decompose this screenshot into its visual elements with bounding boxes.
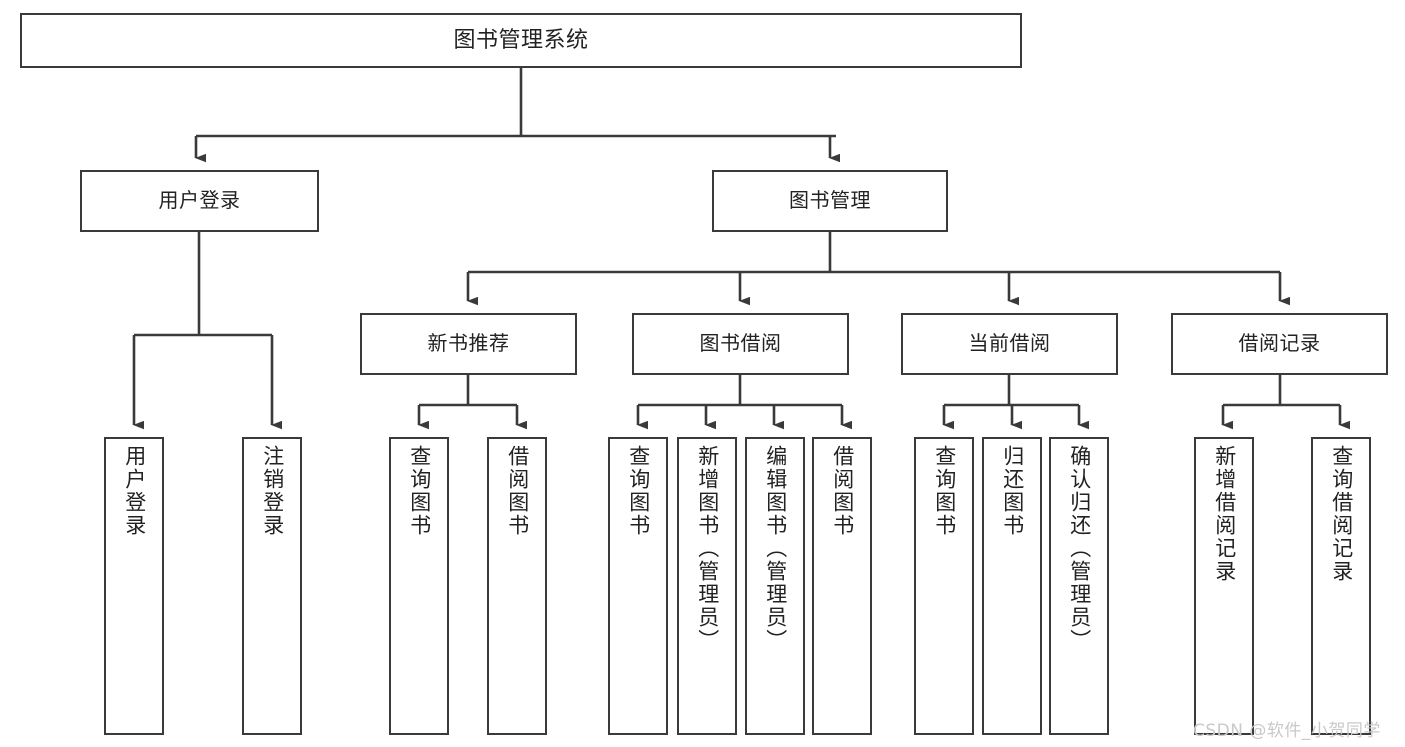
node-label: 确认归还（管理员） xyxy=(1067,445,1092,652)
leaf-logout-login[interactable]: 注销登录 xyxy=(242,437,302,735)
node-new-book-recommend[interactable]: 新书推荐 xyxy=(360,313,577,375)
node-label: 借阅记录 xyxy=(1238,331,1321,356)
leaf-add-book-admin[interactable]: 新增图书（管理员） xyxy=(677,437,737,735)
node-label: 用户登录 xyxy=(158,188,241,213)
node-label: 新增借阅记录 xyxy=(1212,445,1237,583)
node-label: 编辑图书（管理员） xyxy=(763,445,788,652)
leaf-user-login[interactable]: 用户登录 xyxy=(104,437,164,735)
node-book-management-system[interactable]: 图书管理系统 xyxy=(20,13,1022,68)
node-label: 图书管理 xyxy=(789,188,871,213)
leaf-query-book-recommend[interactable]: 查询图书 xyxy=(389,437,449,735)
node-label: 查询图书 xyxy=(932,445,957,537)
leaf-query-book-current[interactable]: 查询图书 xyxy=(914,437,974,735)
leaf-query-book-borrow[interactable]: 查询图书 xyxy=(608,437,668,735)
csdn-watermark: CSDN @软件_小贺同学 xyxy=(1193,721,1381,741)
node-label: 借阅图书 xyxy=(505,445,530,537)
node-label: 查询图书 xyxy=(407,445,432,537)
leaf-return-book[interactable]: 归还图书 xyxy=(982,437,1042,735)
node-borrow-record[interactable]: 借阅记录 xyxy=(1171,313,1388,375)
node-label: 图书借阅 xyxy=(699,331,782,356)
leaf-query-borrow-record[interactable]: 查询借阅记录 xyxy=(1311,437,1371,735)
node-label: 当前借阅 xyxy=(968,331,1051,356)
node-label: 借阅图书 xyxy=(830,445,855,537)
node-label: 图书管理系统 xyxy=(453,27,589,53)
node-label: 用户登录 xyxy=(122,445,147,537)
node-label: 注销登录 xyxy=(260,445,285,537)
node-user-login[interactable]: 用户登录 xyxy=(80,170,319,232)
leaf-borrow-book-recommend[interactable]: 借阅图书 xyxy=(487,437,547,735)
node-label: 归还图书 xyxy=(1000,445,1025,537)
leaf-borrow-book[interactable]: 借阅图书 xyxy=(812,437,872,735)
node-book-management[interactable]: 图书管理 xyxy=(712,170,948,232)
node-book-borrow[interactable]: 图书借阅 xyxy=(632,313,849,375)
node-label: 新增图书（管理员） xyxy=(695,445,720,652)
node-label: 新书推荐 xyxy=(427,331,510,356)
leaf-confirm-return-admin[interactable]: 确认归还（管理员） xyxy=(1049,437,1109,735)
leaf-edit-book-admin[interactable]: 编辑图书（管理员） xyxy=(745,437,805,735)
node-current-borrow[interactable]: 当前借阅 xyxy=(901,313,1118,375)
node-label: 查询图书 xyxy=(626,445,651,537)
node-label: 查询借阅记录 xyxy=(1329,445,1354,583)
leaf-add-borrow-record[interactable]: 新增借阅记录 xyxy=(1194,437,1254,735)
